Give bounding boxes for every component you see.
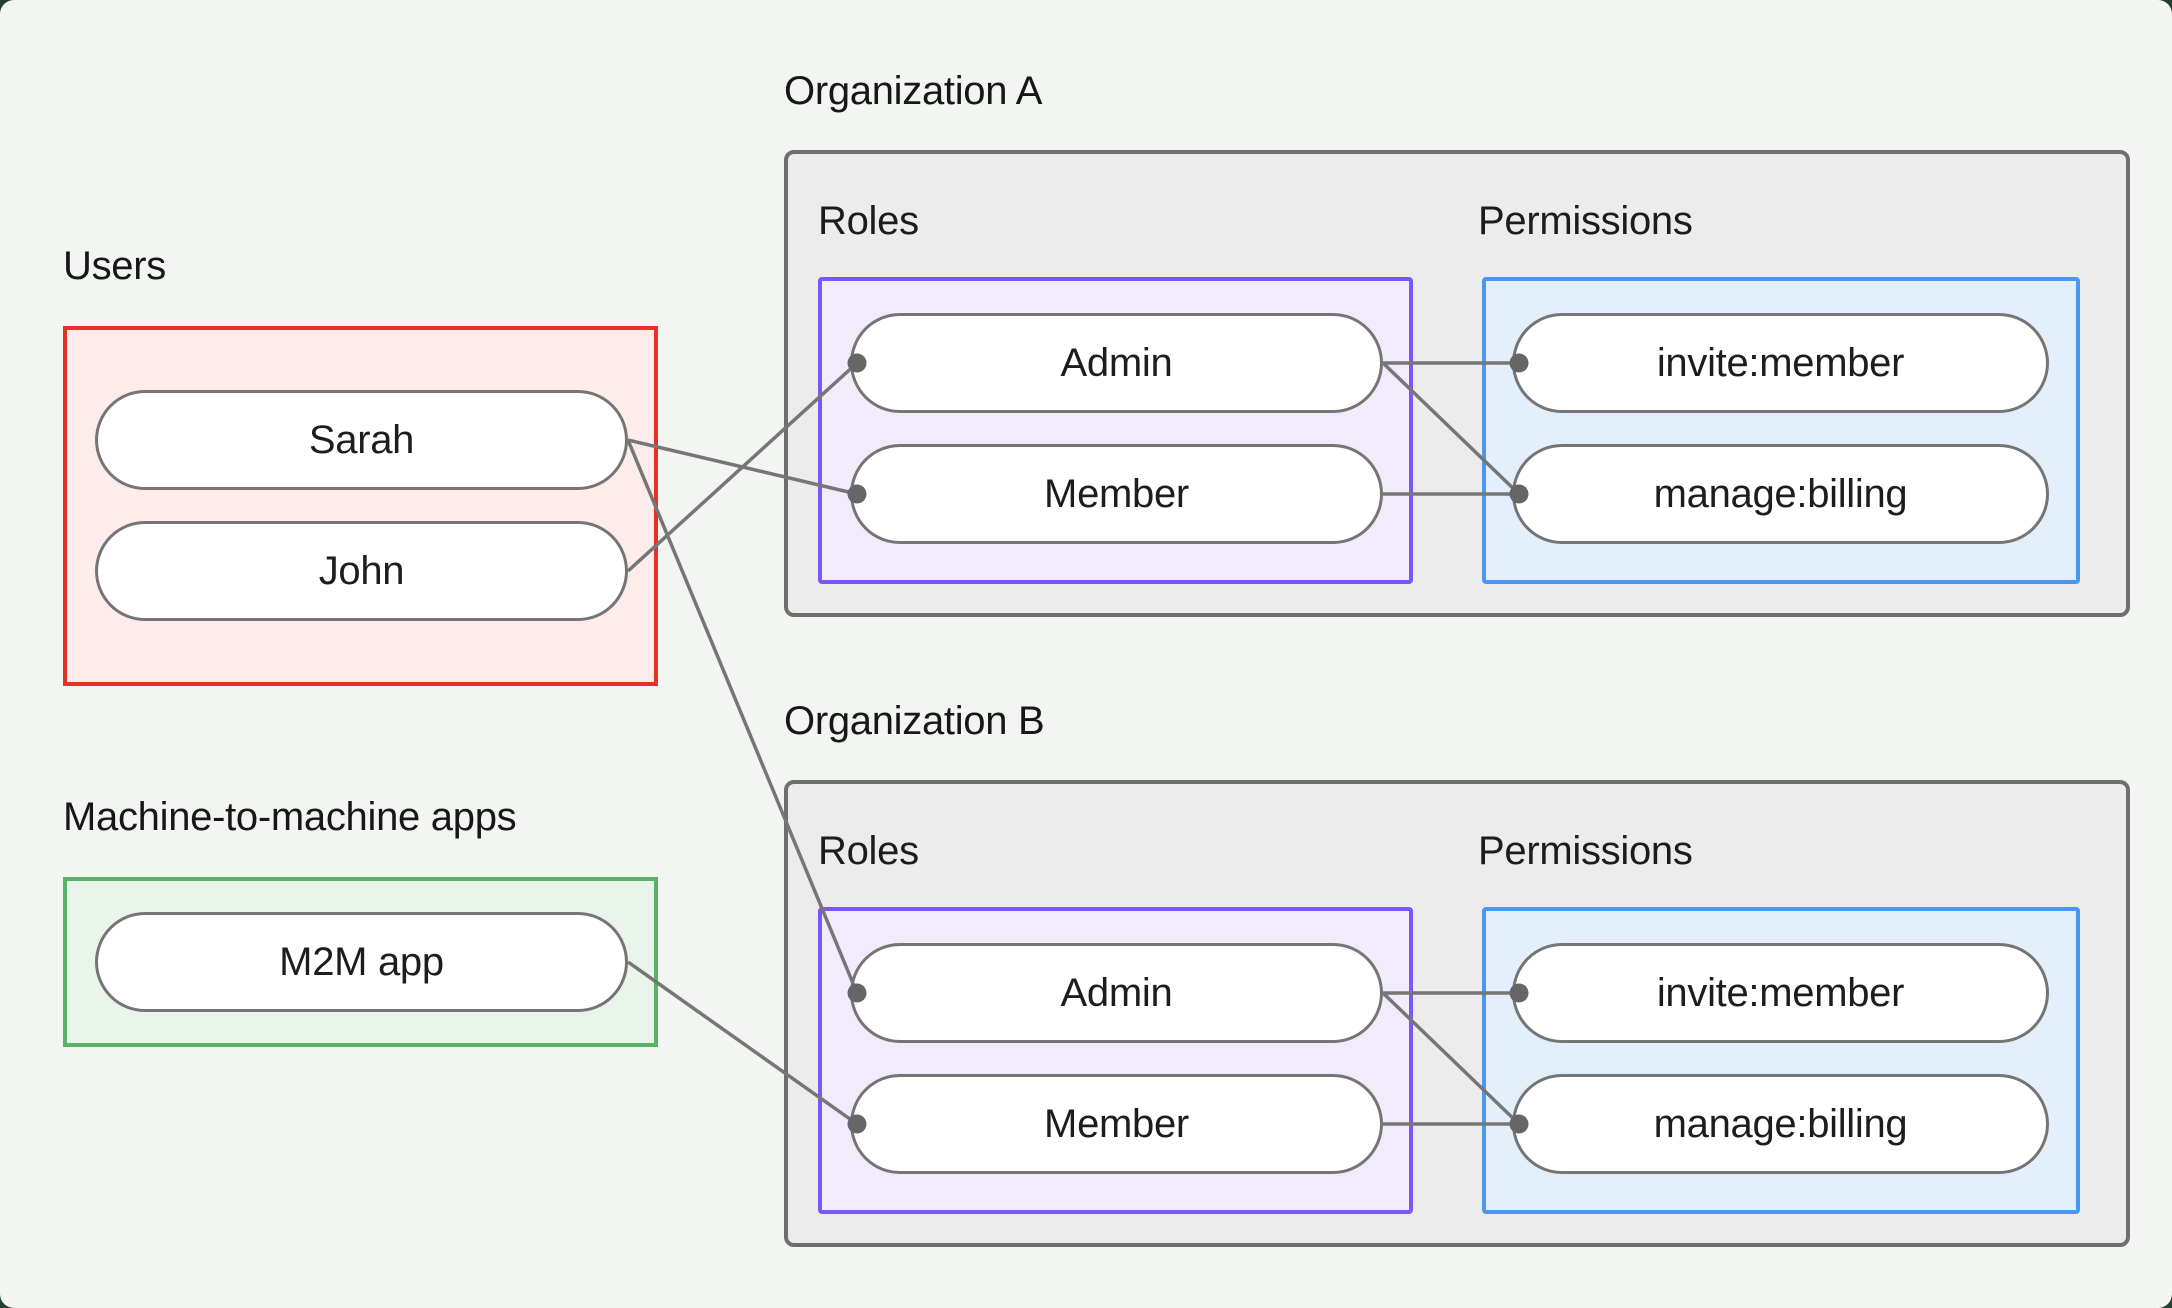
node-invite-member-a-label: invite:member [1656, 340, 1905, 385]
node-member-a-label: Member [1044, 471, 1189, 516]
org-b-permissions-label: Permissions [1478, 829, 1693, 873]
node-admin-b-label: Admin [1060, 970, 1173, 1015]
node-manage-billing-a: manage:billing [1512, 444, 2049, 544]
node-admin-b: Admin [850, 943, 1383, 1043]
users-group-box [63, 326, 658, 686]
node-manage-billing-b-label: manage:billing [1653, 1101, 1908, 1146]
node-invite-member-b: invite:member [1512, 943, 2049, 1043]
m2m-label: Machine-to-machine apps [63, 795, 517, 839]
node-admin-a-label: Admin [1060, 340, 1173, 385]
org-a-roles-label: Roles [818, 199, 919, 243]
org-a-permissions-label: Permissions [1478, 199, 1693, 243]
node-manage-billing-b: manage:billing [1512, 1074, 2049, 1174]
org-b-roles-label: Roles [818, 829, 919, 873]
node-invite-member-b-label: invite:member [1656, 970, 1905, 1015]
node-john: John [95, 521, 628, 621]
node-john-label: John [318, 548, 405, 593]
node-member-b-label: Member [1044, 1101, 1189, 1146]
node-admin-a: Admin [850, 313, 1383, 413]
users-label: Users [63, 244, 166, 288]
node-m2m-app-label: M2M app [279, 939, 444, 984]
org-b-label: Organization B [784, 699, 1045, 743]
node-member-a: Member [850, 444, 1383, 544]
node-m2m-app: M2M app [95, 912, 628, 1012]
org-a-label: Organization A [784, 69, 1043, 113]
node-invite-member-a: invite:member [1512, 313, 2049, 413]
node-sarah: Sarah [95, 390, 628, 490]
node-manage-billing-a-label: manage:billing [1653, 471, 1908, 516]
node-sarah-label: Sarah [308, 417, 415, 462]
node-member-b: Member [850, 1074, 1383, 1174]
